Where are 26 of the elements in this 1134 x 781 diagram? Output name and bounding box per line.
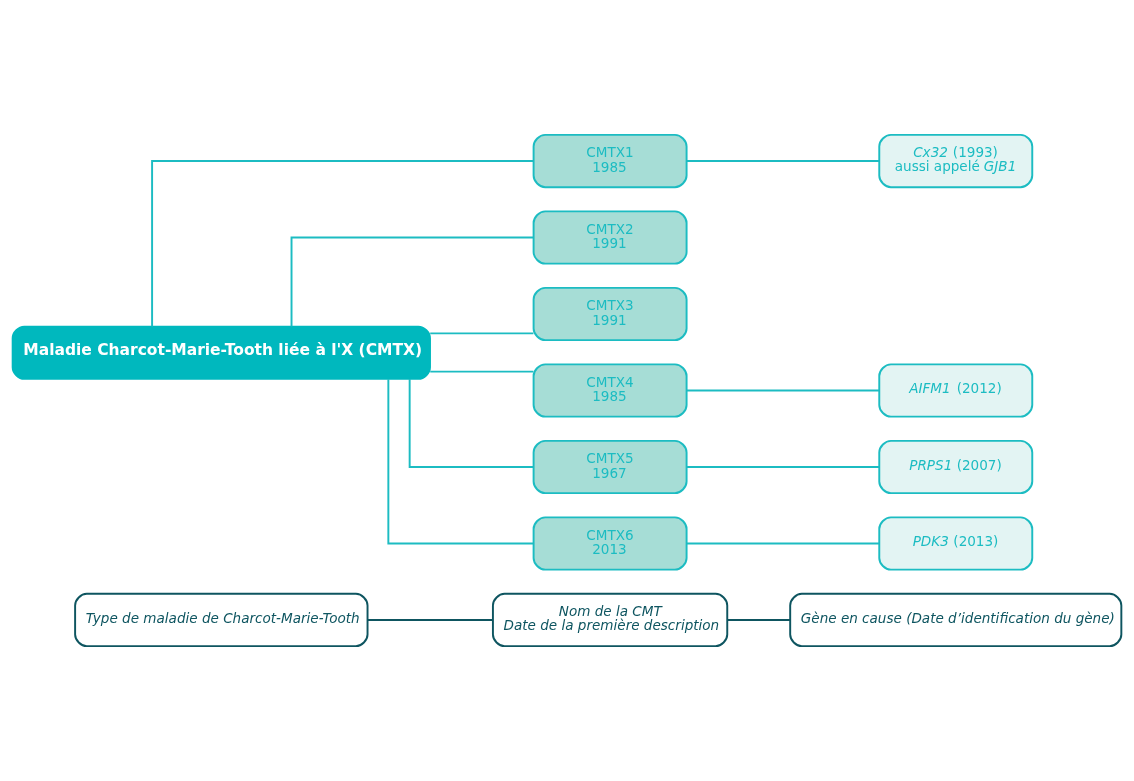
node-box: AIFM1 (2012) [878,363,1034,418]
node-box: CMTX3 1991 [532,286,688,342]
node-box: CMTX5 1967 [532,439,688,495]
node-box: CMTX2 1991 [532,210,688,265]
connector [429,332,535,335]
node-box: Gène en cause (Date d’identification du gène) [789,592,1123,648]
node-box: CMTX1 1985 [532,133,688,189]
node-box: Cx32 (1993) aussi appelé GJB1 [878,133,1034,189]
node-box: CMTX4 1985 [532,363,688,418]
connector [685,389,881,392]
node-box: PDK3 (2013) [878,516,1034,571]
connector [685,542,881,545]
connector [408,377,535,468]
connector [726,619,792,621]
connector [290,236,535,328]
connector [685,466,881,468]
node-box: PRPS1 (2007) [878,439,1034,495]
node-box: Maladie Charcot-Marie-Tooth liée à l'X (CMTX) [11,325,431,380]
connector [685,160,881,162]
connector [151,160,535,328]
connector [387,378,535,545]
node-box: Nom de la CMT Date de la première description [491,592,729,648]
connector [366,619,494,621]
node-box: Type de maladie de Charcot-Marie-Tooth [74,592,369,648]
node-box: CMTX6 2013 [532,516,688,571]
connector [429,370,535,373]
